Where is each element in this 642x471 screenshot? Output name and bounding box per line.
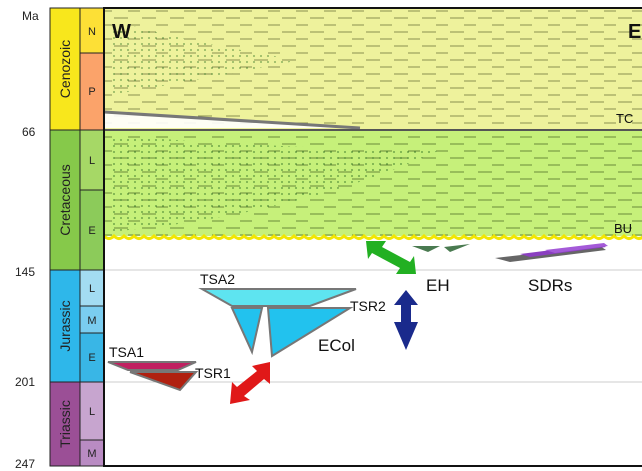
epoch-label-e-cret: E <box>88 225 95 237</box>
bu-unconformity-line <box>102 233 642 240</box>
era-jurassic <box>49 269 81 383</box>
cretaceous-dot-texture <box>108 135 440 232</box>
eh-wedges <box>412 244 470 252</box>
epoch-label-m-tri: M <box>87 448 96 460</box>
era-cenozoic <box>49 7 81 131</box>
tc-horizon-line <box>103 110 361 130</box>
green-double-arrow <box>366 241 416 274</box>
cenozoic-dot-texture <box>110 20 300 95</box>
era-cretaceous <box>49 129 81 271</box>
era-label-jurassic: Jurassic <box>57 300 73 351</box>
epoch-label-l-cret: L <box>89 155 95 167</box>
sdrs-label: SDRs <box>528 276 572 295</box>
axis-unit-label: Ma <box>22 9 39 23</box>
tsa1-wedge <box>107 361 197 371</box>
epoch-middle-jurassic <box>79 305 105 334</box>
era-column <box>49 7 81 467</box>
epoch-label-e-jur: E <box>88 352 95 364</box>
tsr1-wedge <box>129 371 199 392</box>
ecol-wedges <box>230 307 354 358</box>
epoch-label-m-jur: M <box>87 315 96 327</box>
tsa1-label: TSA1 <box>109 344 144 360</box>
tsr2-label: TSR2 <box>350 298 386 314</box>
epoch-column <box>79 7 105 467</box>
blue-double-arrow <box>394 290 418 350</box>
axis-tick-201: 201 <box>15 375 35 389</box>
epoch-middle-triassic <box>79 439 105 467</box>
axis-tick-145: 145 <box>15 265 35 279</box>
axis-tick-247: 247 <box>15 457 35 471</box>
tc-label: TC <box>616 111 633 126</box>
epoch-early-cretaceous <box>79 189 105 271</box>
epoch-label-l-jur: L <box>89 283 95 295</box>
era-label-cenozoic: Cenozoic <box>57 40 73 98</box>
era-label-cretaceous: Cretaceous <box>57 164 73 236</box>
epoch-label-n: N <box>88 26 96 38</box>
west-label: W <box>112 21 131 43</box>
eh-label: EH <box>426 276 450 295</box>
epoch-label-l-tri: L <box>89 406 95 418</box>
axis-tick-66: 66 <box>22 125 36 139</box>
tsa2-wedge <box>198 288 357 307</box>
bu-label: BU <box>614 221 632 236</box>
tsa2-label: TSA2 <box>200 271 235 287</box>
red-double-arrow <box>230 362 270 404</box>
epoch-late-triassic <box>79 381 105 441</box>
section-frame <box>103 7 642 467</box>
ecol-label: ECol <box>318 336 355 355</box>
tsr1-label: TSR1 <box>195 365 231 381</box>
epoch-label-p: P <box>88 86 95 98</box>
epoch-paleogene <box>79 52 105 131</box>
east-label: E <box>628 21 641 43</box>
sdrs-wedges <box>495 243 608 262</box>
era-label-triassic: Triassic <box>57 400 73 448</box>
